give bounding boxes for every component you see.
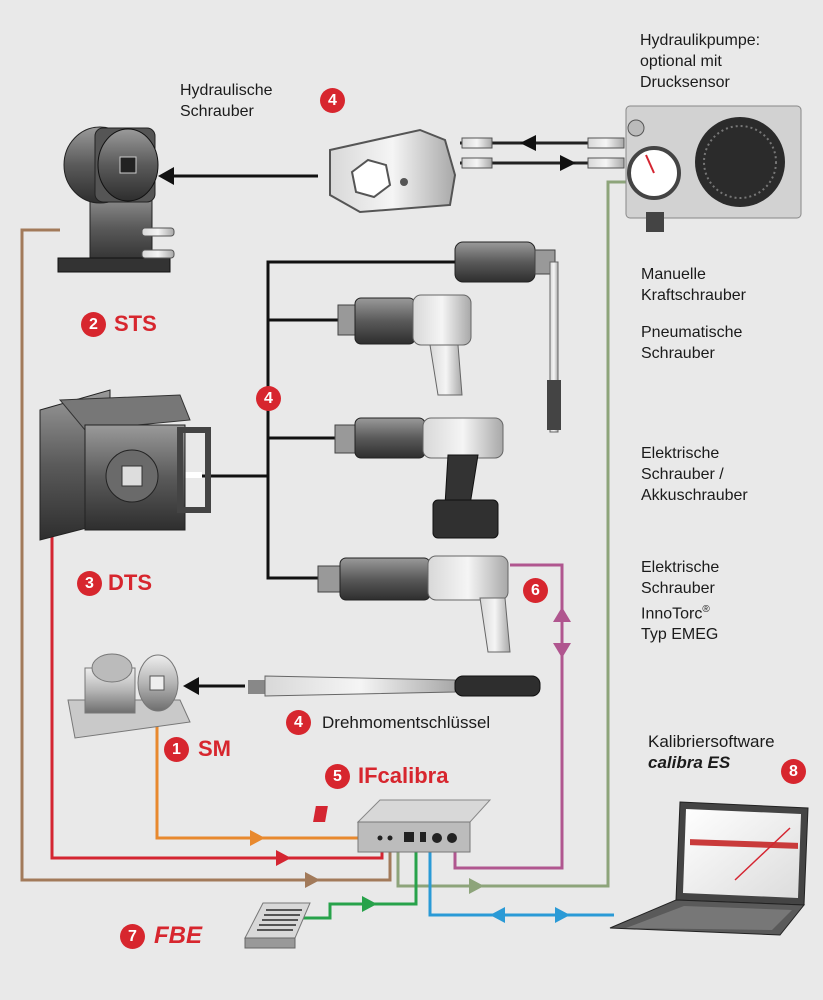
arrow-olive [469, 878, 484, 894]
badge-wrench: 4 [286, 710, 311, 735]
sm-device [67, 653, 191, 739]
label-hydraulic: Hydraulische Schrauber [180, 82, 273, 120]
sts-device [57, 126, 175, 273]
arrow-hydraulic-sts-head [158, 167, 174, 185]
cable-emeg [453, 563, 564, 870]
badge-sts: 2 [81, 312, 106, 337]
ifcalibra-label: IFcalibra [358, 763, 449, 788]
arrow-brown [305, 872, 320, 888]
arrow-blue-left [490, 907, 505, 923]
badge-software: 8 [781, 759, 806, 784]
torque-wrench [248, 675, 541, 697]
badge-ifcalibra: 5 [325, 764, 350, 789]
badge-fbe: 7 [120, 924, 145, 949]
badge-hydraulic: 4 [320, 88, 345, 113]
label-software: Kalibriersoftware calibra ES [648, 732, 775, 772]
ifcalibra-device [313, 799, 492, 853]
tool-bus [200, 260, 455, 580]
arrow-wrench-sm-head [183, 677, 199, 695]
laptop [609, 801, 809, 936]
fbe-label: FBE [154, 922, 202, 949]
hydraulic-pump [625, 105, 802, 232]
sm-label: SM [198, 736, 231, 761]
pneumatic-tool [337, 294, 472, 396]
arrow-magenta-down [553, 643, 571, 658]
label-electric: Elektrische Schrauber / Akkuschrauber [641, 445, 748, 504]
dts-label: DTS [108, 570, 152, 595]
badge-emeg: 6 [523, 578, 548, 603]
cable-sm [155, 712, 372, 840]
sts-label: STS [114, 311, 157, 336]
hydraulic-wrench [329, 128, 457, 214]
badge-tools: 4 [256, 386, 281, 411]
fbe-device [244, 902, 311, 949]
label-pump: Hydraulikpumpe: optional mit Drucksensor [640, 32, 761, 91]
arrow-green [362, 896, 377, 912]
hydraulic-hoses [460, 135, 625, 171]
label-pneumatic: Pneumatische Schrauber [641, 324, 743, 362]
arrow-magenta-up [553, 607, 571, 622]
cable-laptop [428, 850, 614, 917]
badge-dts: 3 [77, 571, 102, 596]
cable-sts [20, 228, 392, 882]
cable-fbe [297, 850, 418, 920]
cable-pump [396, 180, 626, 888]
arrow-orange [250, 830, 265, 846]
badge-sm: 1 [164, 737, 189, 762]
dts-device [39, 389, 211, 541]
emeg-tool [317, 555, 511, 653]
manual-multiplier [454, 241, 561, 433]
cordless-tool [334, 417, 504, 539]
label-innotorc: Elektrische Schrauber InnoTorc® Typ EMEG [641, 559, 720, 644]
label-wrench: Drehmomentschlüssel [322, 713, 491, 732]
label-manual: Manuelle Kraftschrauber [641, 266, 746, 304]
arrow-blue-right [555, 907, 570, 923]
arrow-red [276, 850, 291, 866]
